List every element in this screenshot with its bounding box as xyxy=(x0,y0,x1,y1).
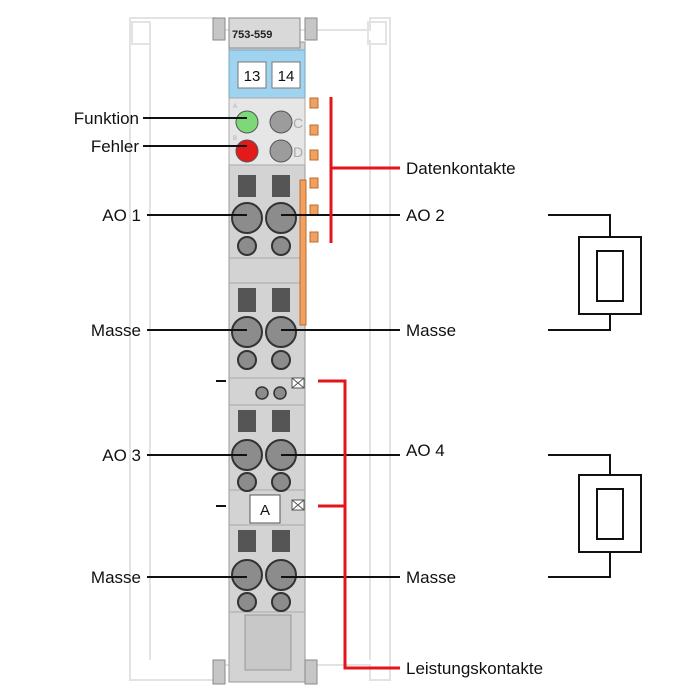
marker-a-box xyxy=(249,494,281,524)
led-d-icon xyxy=(269,139,293,163)
label-ao3: AO 3 xyxy=(102,446,141,465)
terminal-ao1-icon xyxy=(231,202,263,234)
terminal-masse-1-left-icon xyxy=(231,316,263,348)
data-contacts xyxy=(299,97,319,326)
label-masse-left-2: Masse xyxy=(91,568,141,587)
led-label-b: B xyxy=(233,136,237,142)
terminal-ao2-icon xyxy=(265,202,297,234)
led-area: A B C D xyxy=(228,97,306,166)
label-ao4: AO 4 xyxy=(406,441,445,460)
marker-a-label: A xyxy=(260,502,270,519)
led-c-icon xyxy=(269,110,293,134)
led-label-c: C xyxy=(293,115,303,131)
label-masse-right-2: Masse xyxy=(406,568,456,587)
terminal-block-1 xyxy=(231,175,297,370)
label-funktion: Funktion xyxy=(74,109,139,128)
terminal-block-2: A xyxy=(231,410,305,612)
terminal-masse-1-right-icon xyxy=(265,316,297,348)
terminal-number-13: 13 xyxy=(244,68,261,85)
label-datenkontakte: Datenkontakte xyxy=(406,159,516,178)
marker-strip: 13 14 xyxy=(228,49,306,99)
load-symbol-1-icon xyxy=(548,214,642,331)
terminal-masse-2-right-icon xyxy=(265,559,297,591)
led-label-a: A xyxy=(233,104,237,110)
terminal-masse-2-left-icon xyxy=(231,559,263,591)
load-symbol-2-icon xyxy=(548,454,642,578)
label-ao1: AO 1 xyxy=(102,206,141,225)
label-fehler: Fehler xyxy=(91,137,140,156)
red-leader-lines xyxy=(318,97,400,670)
label-leistungskontakte: Leistungskontakte xyxy=(406,659,543,678)
funktion-led-icon xyxy=(235,110,259,134)
power-contact-row-1 xyxy=(255,377,305,400)
model-number: 753-559 xyxy=(232,29,272,41)
label-masse-left-1: Masse xyxy=(91,321,141,340)
fehler-led-icon xyxy=(235,139,259,163)
label-ao2: AO 2 xyxy=(406,206,445,225)
led-label-d: D xyxy=(293,144,303,160)
terminal-number-14: 14 xyxy=(278,68,295,85)
leader-lines xyxy=(143,117,400,578)
label-masse-right-1: Masse xyxy=(406,321,456,340)
